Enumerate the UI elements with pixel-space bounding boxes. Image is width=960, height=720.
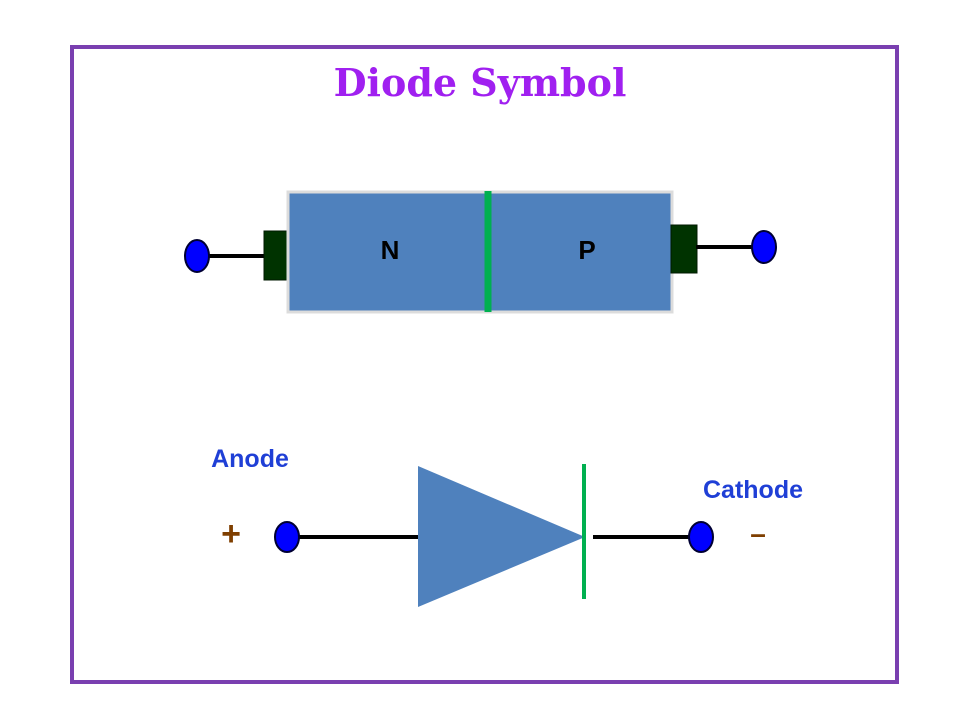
anode-terminal (274, 521, 300, 553)
cathode-label: Cathode (703, 476, 803, 504)
border-frame (70, 45, 899, 684)
left-contact (263, 230, 291, 281)
cathode-terminal (688, 521, 714, 553)
minus-sign: – (750, 518, 766, 549)
diode-triangle (418, 466, 585, 607)
left-terminal (184, 239, 210, 273)
diode-schematic: Anode Cathode + – (211, 445, 803, 607)
p-region-label: P (578, 235, 595, 265)
plus-sign: + (221, 515, 241, 553)
pn-junction-block: N P (184, 190, 777, 314)
anode-label: Anode (211, 445, 289, 473)
semiconductor-body (286, 190, 674, 314)
n-region-label: N (381, 235, 400, 265)
right-terminal (751, 230, 777, 264)
page-title: Diode Symbol (333, 60, 627, 105)
right-contact (670, 224, 698, 274)
